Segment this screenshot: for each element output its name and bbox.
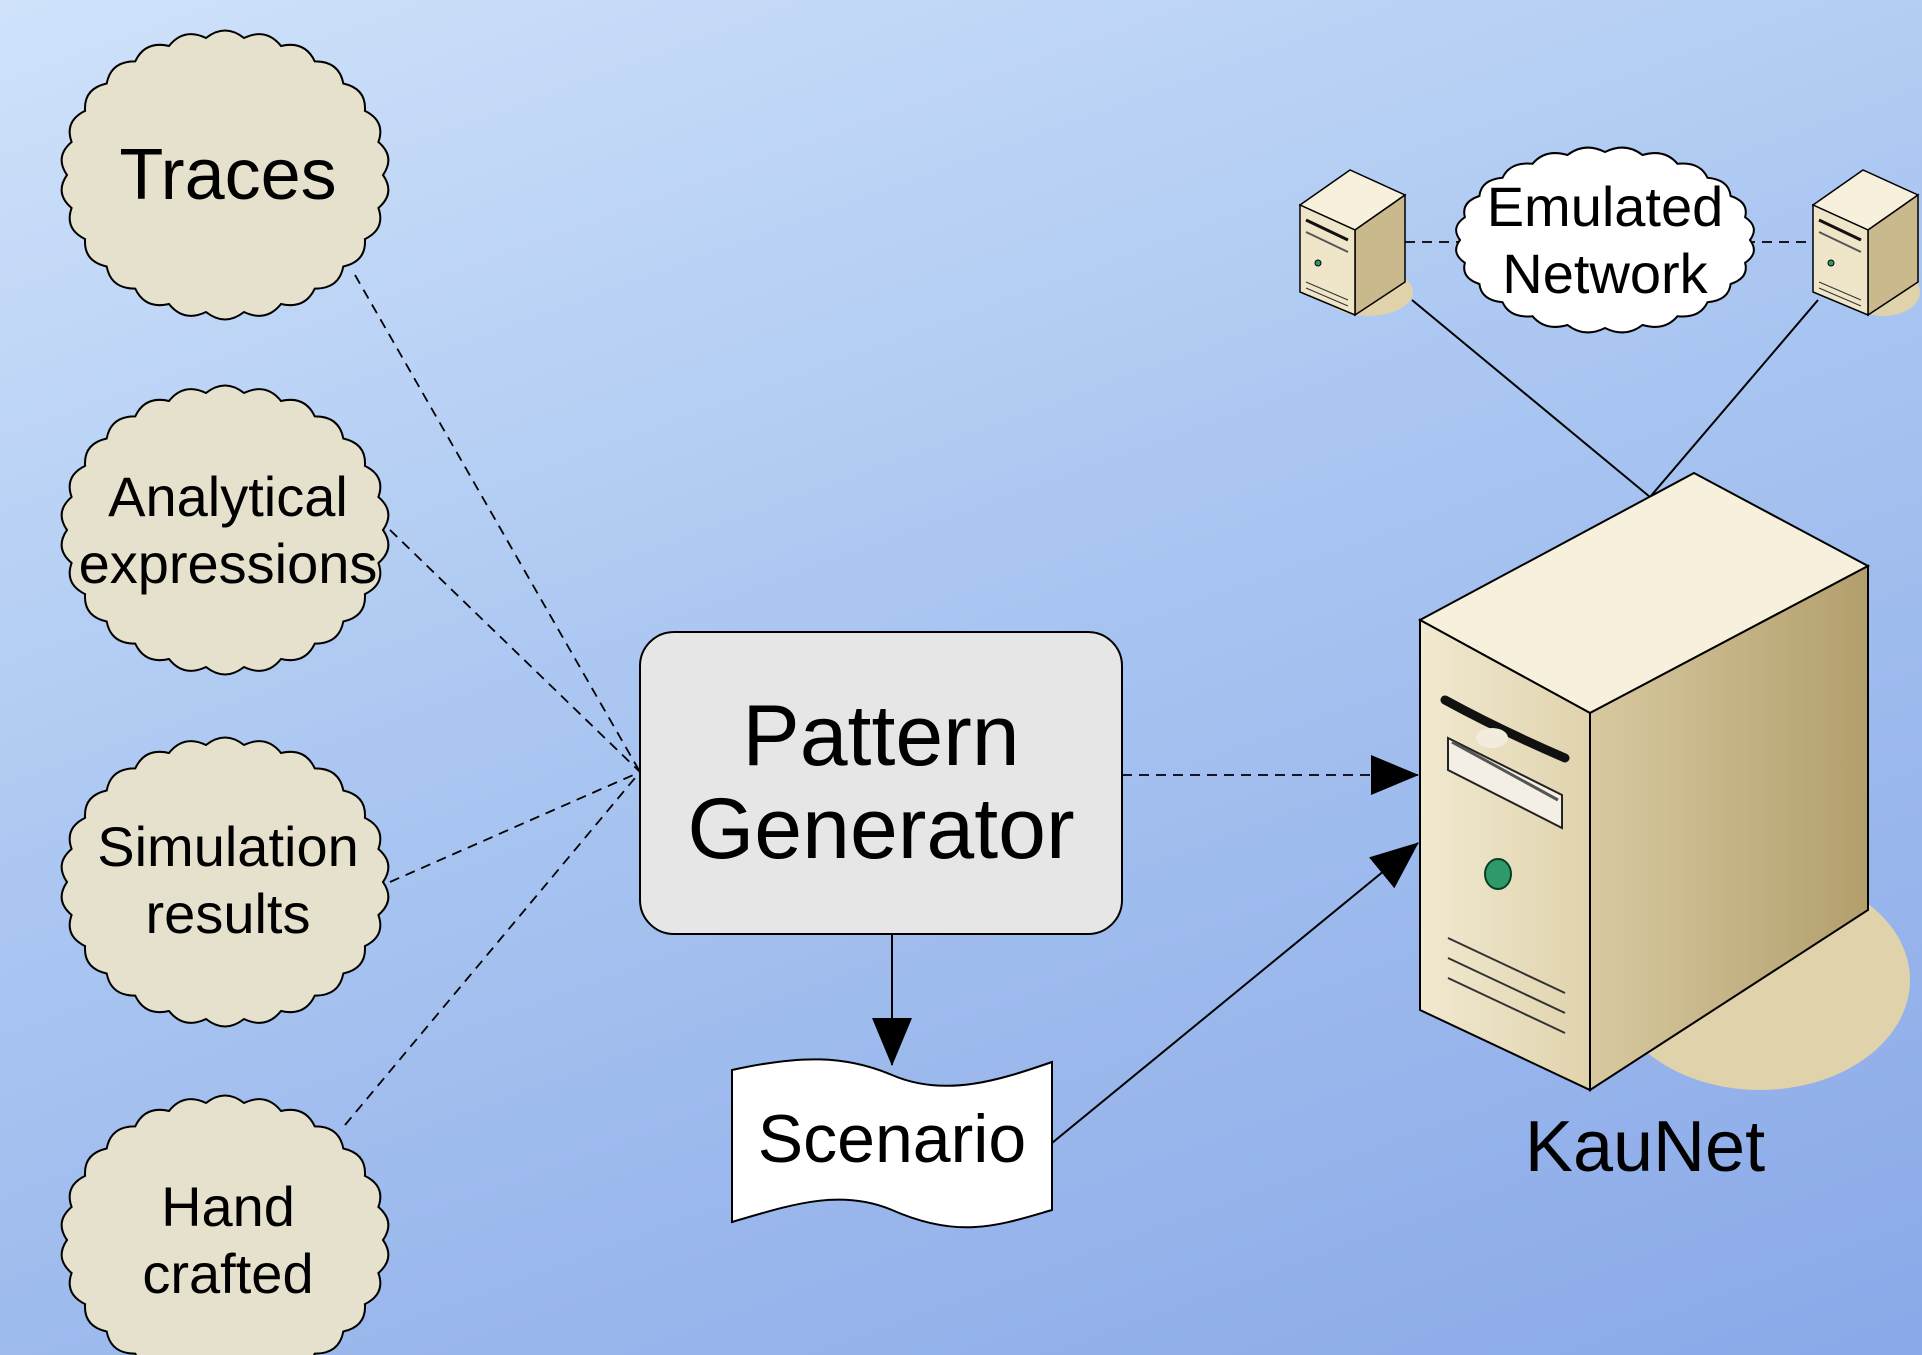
kaunet-text: KauNet — [1524, 1107, 1766, 1188]
scenario-to-kaunet-arrow — [1051, 842, 1419, 1144]
scenario-document-icon — [731, 1058, 1053, 1229]
source-traces-label: Traces — [58, 90, 398, 260]
left-host-server-icon — [1298, 169, 1413, 317]
scenario-text: Scenario — [757, 1101, 1027, 1178]
emulated-network-line1: Emulated — [1486, 174, 1724, 238]
pattern-generator-line2: Generator — [687, 781, 1075, 877]
connector-handcrafted — [344, 771, 641, 1126]
emulated-network-label: Emulated Network — [1450, 160, 1760, 320]
kaunet-server-icon — [1417, 471, 1910, 1092]
right-host-server-icon — [1811, 169, 1920, 317]
source-simulation-line1: Simulation — [97, 814, 359, 878]
emulated-network-cloud-icon — [1455, 146, 1755, 334]
kaunet-label: KauNet — [1470, 1100, 1820, 1195]
source-analytical-line1: Analytical — [108, 464, 348, 528]
source-cloud-icon-2 — [60, 384, 390, 676]
pattern-generator-line1: Pattern — [742, 688, 1020, 785]
source-analytical-label: Analytical expressions — [48, 445, 408, 615]
source-handcrafted-label: Hand crafted — [48, 1155, 408, 1325]
connector-analytical — [389, 529, 641, 773]
source-handcrafted-line1: Hand — [161, 1174, 295, 1238]
left-host-link — [1411, 299, 1651, 498]
connector-simulation — [389, 771, 641, 883]
right-host-link — [1649, 299, 1819, 498]
source-connectors — [344, 274, 641, 1126]
emulated-network-cloud — [1455, 146, 1755, 334]
emulated-network-line2: Network — [1502, 242, 1708, 305]
source-analytical-line2: expressions — [78, 532, 378, 595]
source-clouds — [60, 29, 390, 1355]
source-simulation-label: Simulation results — [48, 795, 408, 965]
pattern-generator-label: Pattern Generator — [640, 632, 1122, 934]
source-cloud-icon-1 — [60, 29, 390, 321]
scenario-label: Scenario — [732, 1085, 1052, 1195]
pattern-generator-box — [639, 631, 1123, 935]
source-cloud-icon-4 — [60, 1094, 390, 1355]
source-cloud-icon-3 — [60, 736, 390, 1028]
connector-traces — [354, 274, 641, 773]
source-simulation-line2: results — [145, 882, 311, 945]
source-traces-text: Traces — [119, 134, 337, 215]
source-handcrafted-line2: crafted — [142, 1242, 314, 1305]
